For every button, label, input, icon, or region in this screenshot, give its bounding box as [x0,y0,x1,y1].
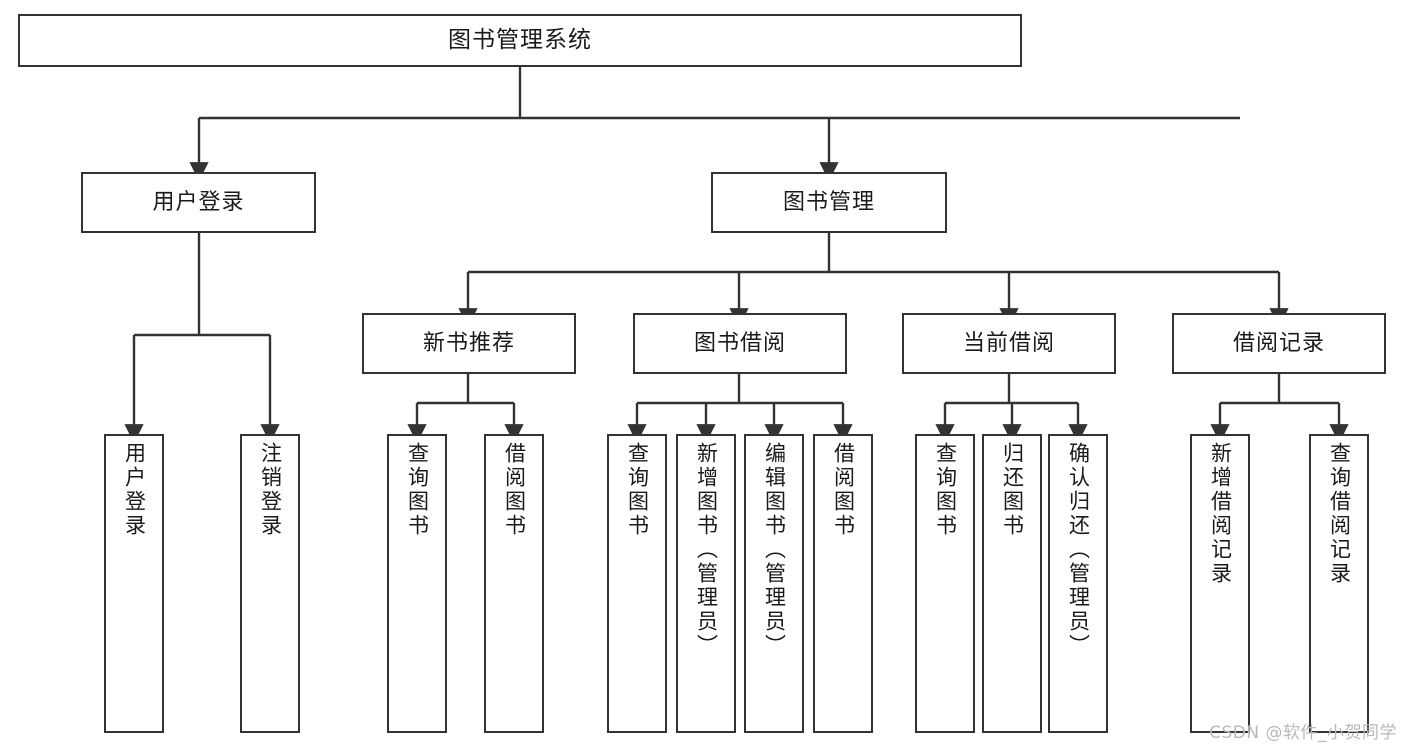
node-label: 图书管理 [782,189,875,215]
leaf-book-borrow-add-book-admin[interactable]: 新增图书（管理员） [676,434,736,733]
node-label: 查询借阅记录 [1327,442,1352,586]
leaf-new-book-query-book[interactable]: 查询图书 [387,434,447,733]
node-label: 注销登录 [258,442,283,538]
leaf-user-login-logout[interactable]: 注销登录 [240,434,300,733]
leaf-current-borrow-return-book[interactable]: 归还图书 [982,434,1042,733]
node-user-login[interactable]: 用户登录 [81,172,316,233]
node-book-management[interactable]: 图书管理 [711,172,947,233]
node-new-book-recommend[interactable]: 新书推荐 [362,313,576,374]
node-root-library-management-system[interactable]: 图书管理系统 [18,14,1022,67]
node-label: 查询图书 [405,442,430,538]
leaf-book-borrow-edit-book-admin[interactable]: 编辑图书（管理员） [744,434,804,733]
leaf-new-book-borrow-book[interactable]: 借阅图书 [484,434,544,733]
node-label: 图书管理系统 [448,26,592,53]
node-borrow-record[interactable]: 借阅记录 [1172,313,1386,374]
node-label: 借阅图书 [831,442,856,538]
node-label: 借阅图书 [502,442,527,538]
node-label: 查询图书 [933,442,958,538]
node-label: 借阅记录 [1232,330,1325,356]
node-label: 新增图书（管理员） [694,442,719,658]
node-label: 用户登录 [152,189,245,215]
node-label: 确认归还（管理员） [1066,442,1091,658]
node-label: 新增借阅记录 [1208,442,1233,586]
node-current-borrow[interactable]: 当前借阅 [902,313,1116,374]
node-label: 编辑图书（管理员） [762,442,787,658]
node-label: 当前借阅 [962,330,1055,356]
node-label: 归还图书 [1000,442,1025,538]
node-label: 查询图书 [625,442,650,538]
watermark-text: CSDN @软件_小贺同学 [1209,723,1397,743]
node-label: 图书借阅 [693,330,786,356]
node-label: 新书推荐 [422,330,515,356]
leaf-current-borrow-confirm-return-admin[interactable]: 确认归还（管理员） [1048,434,1108,733]
leaf-borrow-record-query-record[interactable]: 查询借阅记录 [1309,434,1369,733]
leaf-user-login-login[interactable]: 用户登录 [104,434,164,733]
leaf-book-borrow-query-book[interactable]: 查询图书 [607,434,667,733]
node-label: 用户登录 [122,442,147,538]
leaf-current-borrow-query-book[interactable]: 查询图书 [915,434,975,733]
leaf-borrow-record-add-record[interactable]: 新增借阅记录 [1190,434,1250,733]
node-book-borrow[interactable]: 图书借阅 [633,313,847,374]
leaf-book-borrow-borrow-book[interactable]: 借阅图书 [813,434,873,733]
